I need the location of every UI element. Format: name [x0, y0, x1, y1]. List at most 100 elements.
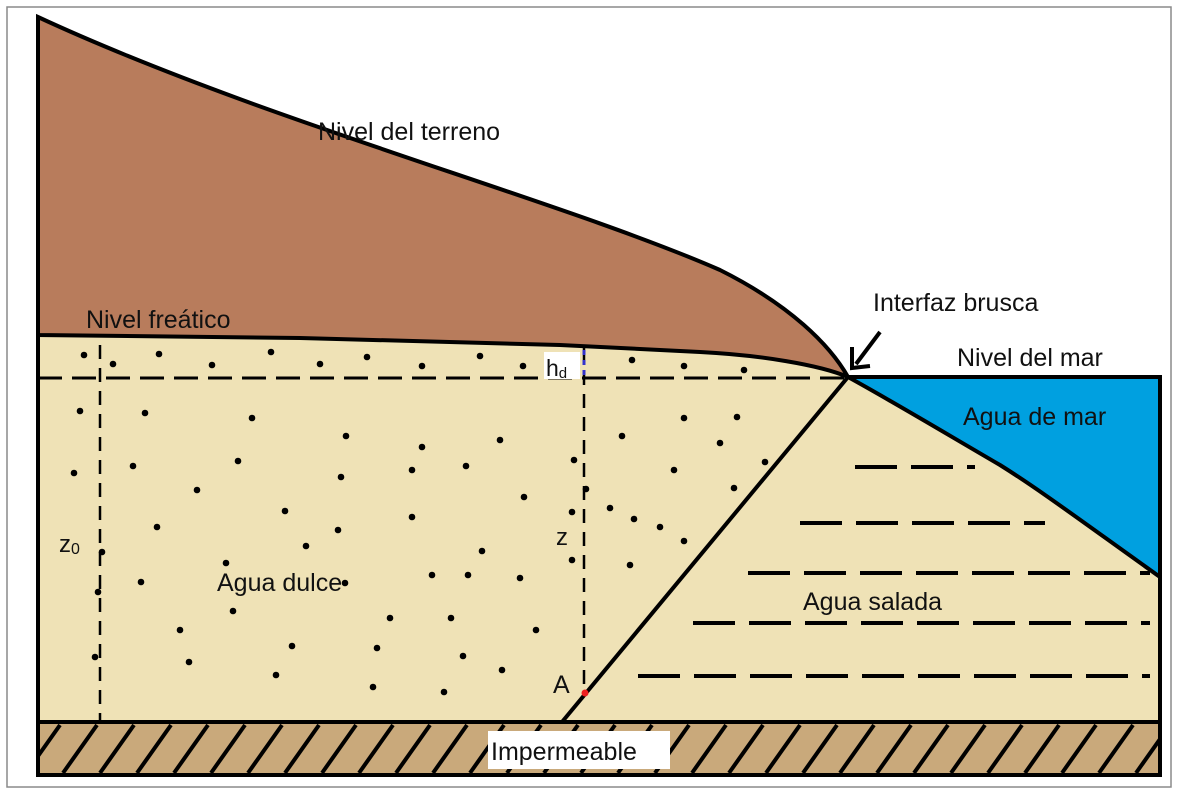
sand-grain-dot: [418, 362, 426, 370]
sand-grain-dot: [229, 607, 237, 615]
sand-grain-dot: [363, 353, 371, 361]
sand-grain-dot: [302, 542, 310, 550]
sand-grain-dot: [618, 432, 626, 440]
point-a-marker: [581, 689, 589, 697]
sand-grain-dot: [98, 548, 106, 556]
hd-label-bg: [544, 352, 580, 379]
hatch-line: [690, 723, 728, 775]
sand-grain-dot: [628, 356, 636, 364]
sand-grain-dot: [288, 642, 296, 650]
sand-grain-dot: [408, 513, 416, 521]
sand-grain-dot: [516, 574, 524, 582]
sand-grain-dot: [656, 523, 664, 531]
sand-grain-dot: [740, 366, 748, 374]
sea-boundary: [848, 375, 1162, 722]
sand-grain-dot: [193, 486, 201, 494]
sand-grain-dot: [680, 537, 688, 545]
sand-grain-dot: [447, 614, 455, 622]
sand-grain-dot: [316, 360, 324, 368]
sand-grain-dot: [626, 561, 634, 569]
z0-label: z0: [59, 531, 80, 558]
hatch-line: [320, 723, 358, 775]
sand-grain-dot: [568, 508, 576, 516]
point-a-label: A: [553, 671, 570, 699]
sand-grain-dot: [582, 485, 590, 493]
z-label: z: [556, 524, 568, 551]
salt-water-label: Agua salada: [803, 588, 942, 616]
impermeable-label: Impermeable: [491, 738, 637, 766]
sand-grain-dot: [680, 414, 688, 422]
sand-grain-dot: [761, 458, 769, 466]
sand-grain-dot: [369, 683, 377, 691]
hatch-line: [38, 723, 62, 760]
sand-grain-dot: [208, 361, 216, 369]
sand-grain-dot: [272, 671, 280, 679]
sand-grain-dot: [730, 484, 738, 492]
ground-level-label: Nivel del terreno: [318, 118, 500, 146]
sand-grain-dot: [408, 466, 416, 474]
sand-grain-dot: [532, 626, 540, 634]
sand-grain-dot: [520, 493, 528, 501]
hd-label: hd: [546, 355, 567, 382]
sand-grain-dot: [337, 473, 345, 481]
aquifer-sand: [38, 335, 1160, 722]
sand-grain-dot: [519, 362, 527, 370]
hatch-line: [764, 723, 802, 775]
sand-grain-dot: [418, 443, 426, 451]
sand-grain-dot: [373, 644, 381, 652]
sand-grain-dot: [234, 457, 242, 465]
water-table-label: Nivel freático: [86, 306, 231, 334]
sand-grain-dot: [94, 588, 102, 596]
hatch-line: [135, 723, 173, 775]
sand-grain-dot: [222, 559, 230, 567]
hatch-line: [1173, 725, 1178, 773]
sea-water-body: [848, 377, 1160, 577]
sand-grain-dot: [155, 350, 163, 358]
hatch-line: [1097, 723, 1135, 775]
sand-grain-dot: [141, 409, 149, 417]
sand-grain-dot: [334, 526, 342, 534]
sand-grain-dot: [733, 413, 741, 421]
hatch-line: [838, 723, 876, 775]
hatch-line: [801, 723, 839, 775]
sand-grain-dot: [386, 614, 394, 622]
sand-grain-dot: [570, 456, 578, 464]
sand-grain-dot: [129, 462, 137, 470]
sand-grain-dot: [176, 626, 184, 634]
sand-grain-dot: [248, 414, 256, 422]
hatch-line: [172, 723, 210, 775]
hatch-line: [875, 723, 913, 775]
hatch-line: [1060, 723, 1098, 775]
hatch-line: [1134, 735, 1160, 775]
sand-grain-dot: [630, 515, 638, 523]
sand-grain-dot: [670, 466, 678, 474]
z0-subscript: 0: [71, 541, 80, 558]
hatch-line: [283, 723, 321, 775]
terrain-surface: [36, 13, 853, 382]
hatch-line: [98, 723, 136, 775]
sand-grain-dot: [459, 652, 467, 660]
sand-grain-dot: [76, 407, 84, 415]
z0-main: z: [59, 531, 71, 558]
fresh-water-label: Agua dulce: [217, 569, 342, 597]
hatch-line: [431, 723, 469, 775]
hatch-line: [394, 723, 432, 775]
sand-grain-dot: [568, 556, 576, 564]
sand-grain-dot: [716, 439, 724, 447]
sand-grain-dot: [496, 436, 504, 444]
sand-grain-dot: [185, 658, 193, 666]
sand-grain-dot: [70, 469, 78, 477]
sand-grains: [70, 348, 769, 696]
sand-grain-dot: [606, 504, 614, 512]
sand-grain-dot: [91, 653, 99, 661]
sand-grain-dot: [498, 666, 506, 674]
hatch-line: [1023, 723, 1061, 775]
sand-grain-dot: [341, 579, 349, 587]
salt-water-hatching: [638, 465, 1150, 678]
sand-grain-dot: [478, 547, 486, 555]
sand-grain-dot: [153, 523, 161, 531]
hatch-line: [986, 723, 1024, 775]
impermeable-label-bg: [488, 731, 670, 769]
sand-grain-dot: [680, 362, 688, 370]
